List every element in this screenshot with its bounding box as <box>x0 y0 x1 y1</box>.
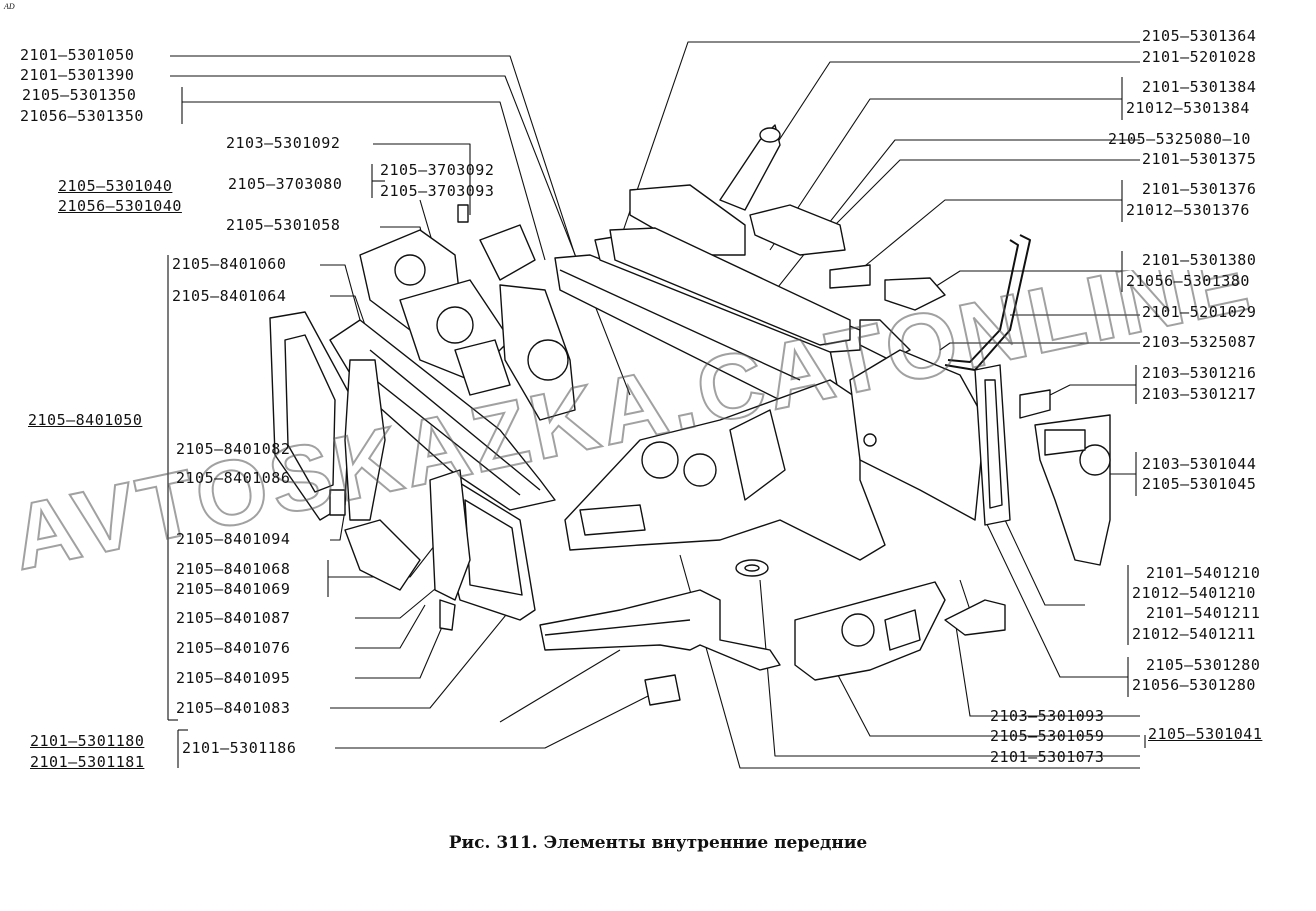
label-2105-3703080: 2105–3703080 <box>228 175 343 193</box>
label-2101-5301380: 2101–5301380 <box>1142 251 1257 269</box>
label-2103-5325087: 2103–5325087 <box>1142 333 1257 351</box>
label-2105-8401069: 2105–8401069 <box>176 580 291 598</box>
part-lower-bracket <box>329 489 456 631</box>
label-2105-8401060: 2105–8401060 <box>172 255 287 273</box>
label-2103-5301044: 2103–5301044 <box>1142 455 1257 473</box>
label-2105-5301041: 2105–5301041 <box>1148 725 1263 743</box>
part-grommet <box>735 559 769 577</box>
label-21056-5301380: 21056–5301380 <box>1126 272 1250 290</box>
label-2105-8401083: 2105–8401083 <box>176 699 291 717</box>
label-21056-5301350: 21056–5301350 <box>20 107 144 125</box>
label-2105-5301058: 2105–5301058 <box>226 216 341 234</box>
part-radiator-panel <box>269 311 351 521</box>
part-dash-panel <box>564 379 886 561</box>
label-2105-3703092: 2105–3703092 <box>380 161 495 179</box>
part-front-cross-member <box>329 319 556 511</box>
part-small-right-bracket <box>944 599 1006 636</box>
label-21012-5401211: 21012–5401211 <box>1132 625 1256 643</box>
part-rubber-buffer <box>644 674 681 706</box>
label-2101-5401210: 2101–5401210 <box>1146 564 1261 582</box>
label-2105-5301350: 2105–5301350 <box>22 86 137 104</box>
label-21012-5301376: 21012–5301376 <box>1126 201 1250 219</box>
label-2105-5325080-10: 2105–5325080–10 <box>1108 130 1251 148</box>
label-2105-8401050: 2105–8401050 <box>28 411 143 429</box>
part-right-fender-shield <box>1034 414 1111 566</box>
label-2101-5401211: 2101–5401211 <box>1146 604 1261 622</box>
label-2105-5301040: 2105–5301040 <box>58 177 173 195</box>
label-2101-5301375: 2101–5301375 <box>1142 150 1257 168</box>
label-21056-5301280: 21056–5301280 <box>1132 676 1256 694</box>
leader-lines-right <box>619 41 1146 769</box>
label-2105-8401068: 2105–8401068 <box>176 560 291 578</box>
label-2105-8401082: 2105–8401082 <box>176 440 291 458</box>
label-2105-8401086: 2105–8401086 <box>176 469 291 487</box>
label-2101-5301376: 2101–5301376 <box>1142 180 1257 198</box>
label-2101-5301181: 2101–5301181 <box>30 753 145 771</box>
label-2101-5201028: 2101–5201028 <box>1142 48 1257 66</box>
part-floor-reinforcement <box>539 589 781 671</box>
part-hinge-bracket <box>1019 389 1051 419</box>
part-vertical-strut <box>344 359 471 601</box>
part-small-brackets <box>454 204 536 396</box>
part-cowl-panel <box>609 227 851 346</box>
part-inner-wheel-arch <box>499 284 576 421</box>
part-upper-cowl <box>629 124 846 256</box>
label-2105-5301059: 2105–5301059 <box>990 727 1105 745</box>
label-2103-5301216: 2103–5301216 <box>1142 364 1257 382</box>
label-21056-5301040: 21056–5301040 <box>58 197 182 215</box>
label-21012-5401210: 21012–5401210 <box>1132 584 1256 602</box>
label-2105-8401094: 2105–8401094 <box>176 530 291 548</box>
figure-caption: Рис. 311. Элементы внутренние передние <box>448 833 868 853</box>
label-2105-5301364: 2105–5301364 <box>1142 27 1257 45</box>
label-2103-5301093: 2103–5301093 <box>990 707 1105 725</box>
label-2101-5301384: 2101–5301384 <box>1142 78 1257 96</box>
label-2103-5301092: 2103–5301092 <box>226 134 341 152</box>
part-wiper-rod <box>944 234 1031 371</box>
label-2101-5301390: 2101–5301390 <box>20 66 135 84</box>
label-2105-8401076: 2105–8401076 <box>176 639 291 657</box>
corner-mark: AD <box>4 2 15 11</box>
label-2105-3703093: 2105–3703093 <box>380 182 495 200</box>
label-2101-5301186: 2101–5301186 <box>182 739 297 757</box>
label-2101-5301050: 2101–5301050 <box>20 46 135 64</box>
label-21012-5301384: 21012–5301384 <box>1126 99 1250 117</box>
label-2105-8401064: 2105–8401064 <box>172 287 287 305</box>
label-2101-5201029: 2101–5201029 <box>1142 303 1257 321</box>
label-2105-8401095: 2105–8401095 <box>176 669 291 687</box>
label-2103-5301217: 2103–5301217 <box>1142 385 1257 403</box>
label-2105-5301280: 2105–5301280 <box>1146 656 1261 674</box>
part-right-side-wall <box>849 349 1011 526</box>
label-2105-8401087: 2105–8401087 <box>176 609 291 627</box>
part-right-mudguard <box>794 581 946 681</box>
label-2101-5301073: 2101–5301073 <box>990 748 1105 766</box>
label-2101-5301180: 2101–5301180 <box>30 732 145 750</box>
label-2105-5301045: 2105–5301045 <box>1142 475 1257 493</box>
